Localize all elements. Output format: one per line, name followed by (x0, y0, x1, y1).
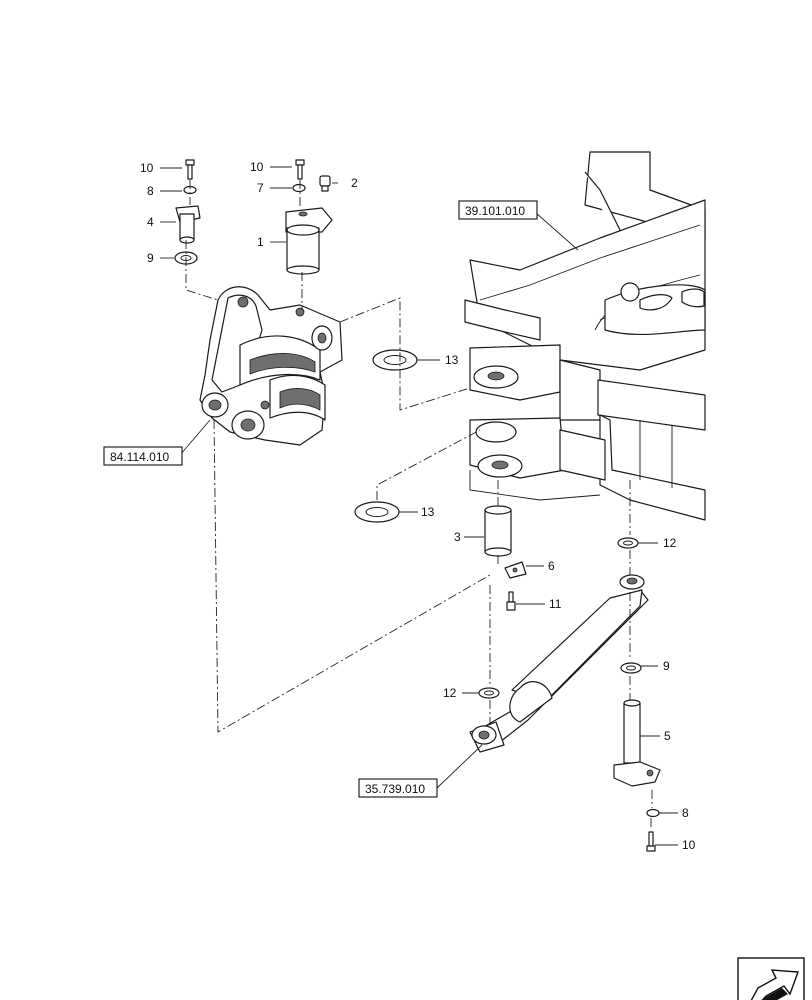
callout-8-left: 8 (147, 184, 154, 198)
callout-labels: 10 8 4 9 10 7 2 1 13 13 3 6 11 12 9 12 5… (140, 160, 696, 852)
callout-9-right: 9 (663, 659, 670, 673)
callout-2: 2 (351, 176, 358, 190)
callout-3: 3 (454, 530, 461, 544)
steering-cylinder (469, 574, 649, 753)
reference-frame-label: 39.101.010 (465, 204, 525, 218)
callout-10-left: 10 (140, 161, 154, 175)
grease-fitting-2 (319, 175, 331, 192)
callout-10-middle: 10 (250, 160, 264, 174)
washer-12-right (617, 537, 639, 549)
washer-7 (292, 183, 306, 193)
callout-12-left: 12 (443, 686, 457, 700)
washer-12-left (478, 687, 500, 699)
bolt-10-middle (295, 159, 305, 180)
callout-9-left: 9 (147, 251, 154, 265)
bolt-10-left (185, 159, 195, 180)
assembly-lines (185, 180, 653, 830)
bushing-1 (285, 207, 333, 275)
plate-6 (504, 561, 527, 579)
pin-4 (175, 205, 201, 244)
reference-cylinder-label: 35.739.010 (365, 782, 425, 796)
reference-cylinder[interactable]: 35.739.010 (358, 778, 438, 798)
callout-6: 6 (548, 559, 555, 573)
callout-11: 11 (549, 597, 562, 611)
reference-frame[interactable]: 39.101.010 (458, 200, 538, 220)
bolt-10-right (646, 831, 656, 852)
callout-13-upper: 13 (445, 353, 459, 367)
pin-3 (484, 505, 512, 557)
reference-axle-label: 84.114.010 (110, 450, 169, 464)
callout-1: 1 (257, 235, 264, 249)
callout-10-right: 10 (682, 838, 696, 852)
washer-8-right (646, 808, 660, 818)
pin-5 (613, 699, 661, 787)
page-arrow-icon[interactable] (737, 957, 805, 1000)
chassis-frame (464, 151, 706, 521)
callout-12-right: 12 (663, 536, 677, 550)
callout-4: 4 (147, 215, 154, 229)
washer-9-right (620, 662, 642, 674)
reference-axle[interactable]: 84.114.010 (103, 446, 183, 466)
callout-8-right: 8 (682, 806, 689, 820)
callout-7: 7 (257, 181, 264, 195)
shim-13-upper (372, 349, 418, 371)
axle-pivot-bracket (199, 286, 343, 446)
callout-leaders (160, 166, 678, 846)
callout-5: 5 (664, 729, 671, 743)
shim-13-lower (354, 501, 400, 523)
callout-13-lower: 13 (421, 505, 435, 519)
bolt-11 (506, 591, 516, 611)
